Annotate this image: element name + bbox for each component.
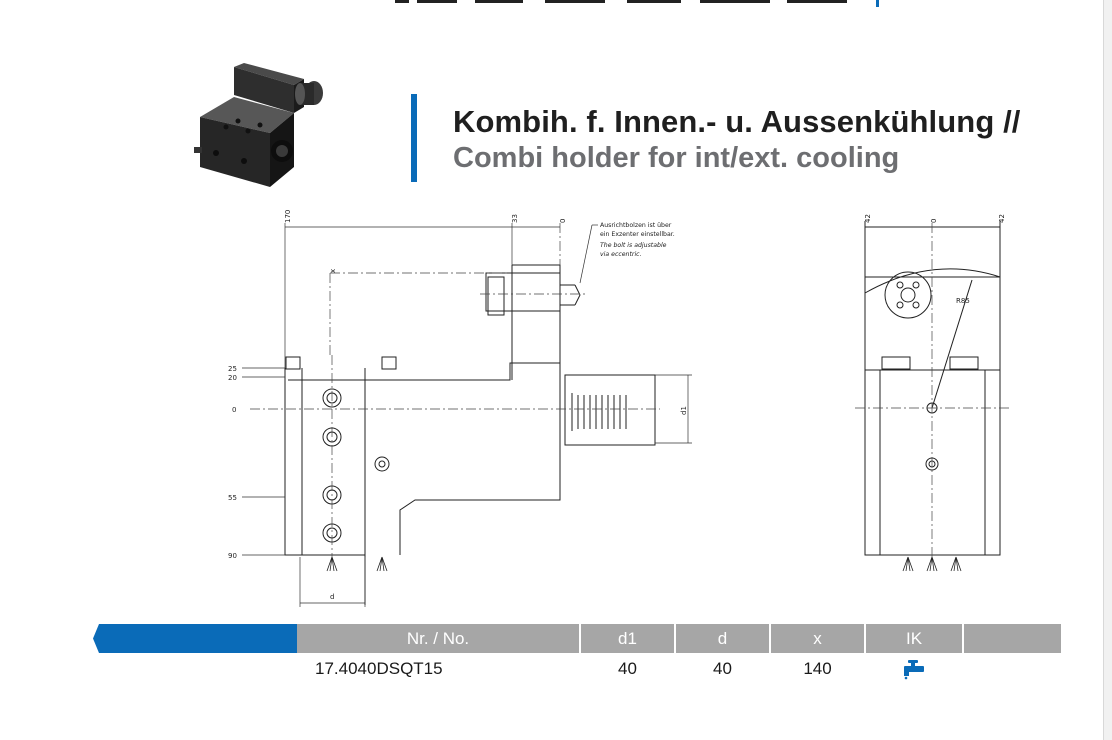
dim-left-90: 90 bbox=[228, 552, 237, 560]
dim-d1-label: d1 bbox=[680, 406, 688, 415]
col-header-x: x bbox=[771, 624, 864, 653]
cell-d: 40 bbox=[713, 659, 732, 678]
table-category-tab bbox=[93, 624, 297, 653]
note-de-line1: Ausrichtbolzen ist über bbox=[600, 222, 672, 229]
dim-top-33: 33 bbox=[511, 214, 519, 223]
cell-d1: 40 bbox=[618, 659, 637, 678]
dim-left-55: 55 bbox=[228, 494, 237, 502]
technical-drawing: 170 33 0 25 20 0 55 90 x d d1 42 0 42 R8… bbox=[220, 205, 1020, 610]
table-header: Nr. / No. d1 d x IK bbox=[93, 624, 1061, 653]
note-de-line2: ein Exzenter einstellbar. bbox=[600, 231, 675, 238]
title-accent-bar bbox=[411, 94, 417, 182]
radius-label: R85 bbox=[956, 297, 970, 305]
dim-left-25: 25 bbox=[228, 365, 237, 373]
note-en-line2: via eccentric. bbox=[600, 250, 642, 258]
dim-top-170: 170 bbox=[284, 210, 292, 223]
col-header-nr: Nr. / No. bbox=[297, 624, 579, 653]
product-image bbox=[186, 55, 336, 205]
dim-left-0: 0 bbox=[232, 406, 236, 414]
cell-nr: 17.4040DSQT15 bbox=[315, 659, 443, 678]
dim-d-label: d bbox=[330, 593, 334, 601]
product-table: Nr. / No. d1 d x IK 17.4040DSQT15 40 40 … bbox=[93, 624, 1061, 680]
coolant-tap-icon bbox=[899, 658, 929, 680]
dim-side-42-left: 42 bbox=[864, 214, 872, 223]
col-header-ik: IK bbox=[866, 624, 962, 653]
top-accent-mark bbox=[876, 0, 879, 7]
dim-x-label: x bbox=[329, 269, 337, 273]
page-title: Kombih. f. Innen.- u. Aussenkühlung // bbox=[453, 104, 1021, 139]
scrollbar[interactable] bbox=[1103, 0, 1112, 740]
page-subtitle: Combi holder for int/ext. cooling bbox=[453, 142, 900, 174]
col-header-empty bbox=[964, 624, 1061, 653]
dim-side-0: 0 bbox=[930, 219, 938, 223]
dim-side-42-right: 42 bbox=[998, 214, 1006, 223]
col-header-d1: d1 bbox=[581, 624, 674, 653]
previous-page-edge bbox=[395, 0, 865, 6]
cell-x: 140 bbox=[803, 659, 832, 678]
note-en-line1: The bolt is adjustable bbox=[600, 241, 667, 249]
dim-left-20: 20 bbox=[228, 374, 237, 382]
col-header-d: d bbox=[676, 624, 769, 653]
dim-top-0: 0 bbox=[559, 219, 567, 223]
